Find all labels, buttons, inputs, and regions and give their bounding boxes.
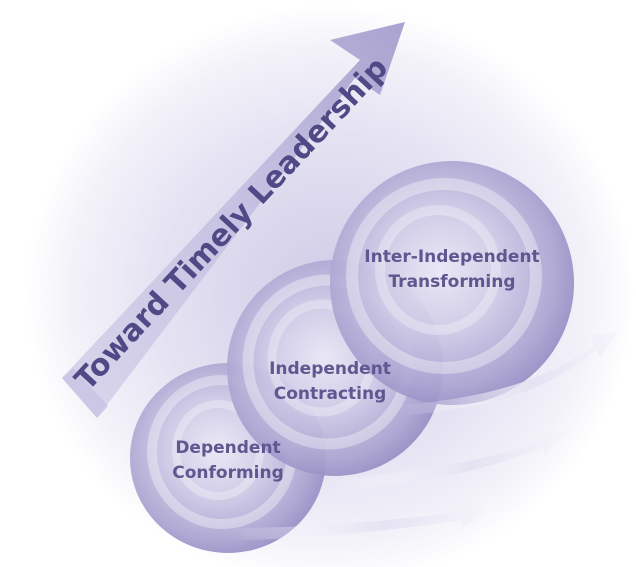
stage-dependent-line1: Dependent [175,438,280,458]
swoosh-arrow-top [400,332,618,415]
stage-independent-line2: Contracting [274,384,387,404]
stage-independent-line1: Independent [269,359,391,379]
stage-dependent-line2: Conforming [172,463,284,483]
leadership-arrow [62,22,405,418]
swoosh-arrow-bottom [230,500,488,540]
sphere-inter-independent [330,161,574,405]
swoosh-arrow-middle [330,428,565,490]
stage-inter-independent-line2: Transforming [388,272,515,292]
stage-inter-independent-line1: Inter-Independent [364,247,539,267]
